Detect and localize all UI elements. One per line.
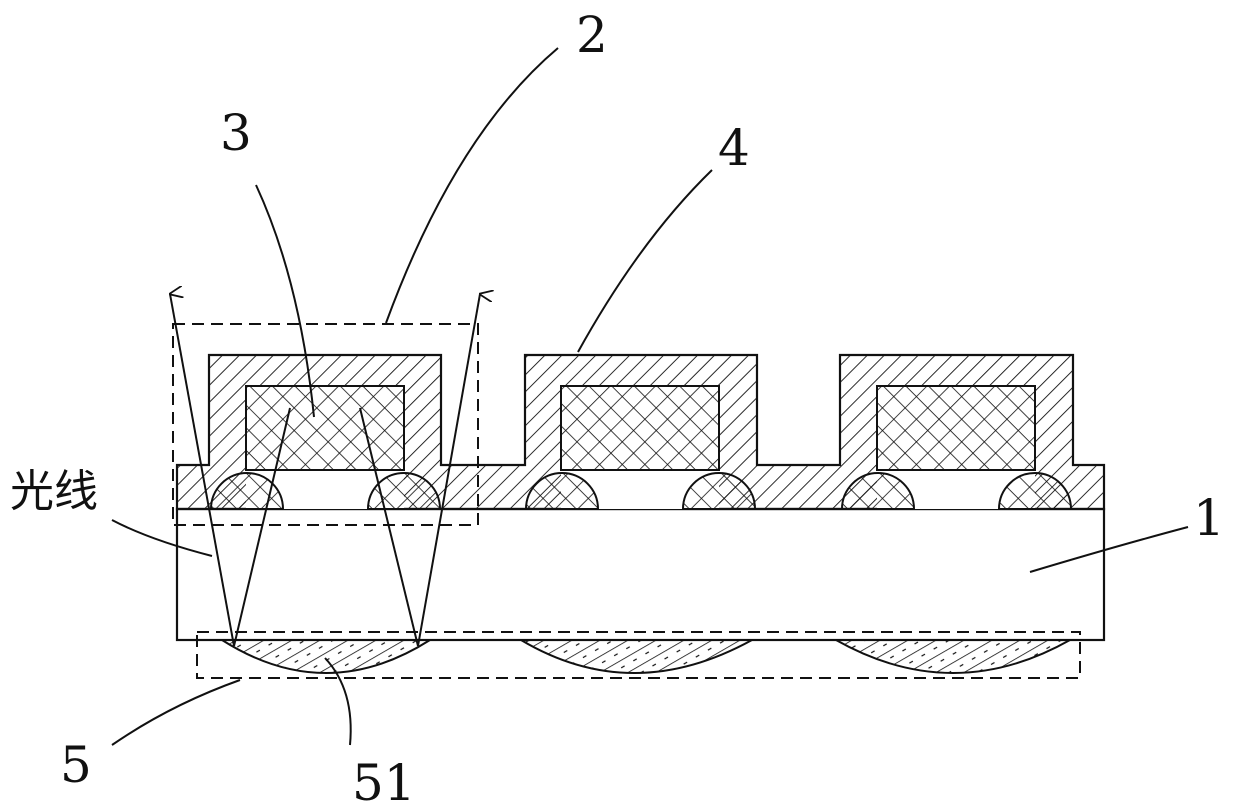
led-chip	[561, 386, 719, 470]
label-3: 3	[220, 104, 252, 162]
lens	[521, 640, 752, 673]
label-2: 2	[576, 6, 608, 64]
substrate	[177, 509, 1104, 640]
label-5: 5	[60, 736, 92, 794]
lenses	[222, 640, 1070, 673]
label-light: 光线	[10, 466, 98, 517]
label-4: 4	[718, 119, 750, 177]
label-51: 51	[352, 754, 416, 809]
led-chip	[246, 386, 404, 470]
lens	[836, 640, 1070, 673]
label-1: 1	[1193, 489, 1225, 547]
led-chip	[877, 386, 1035, 470]
lens	[222, 640, 430, 673]
